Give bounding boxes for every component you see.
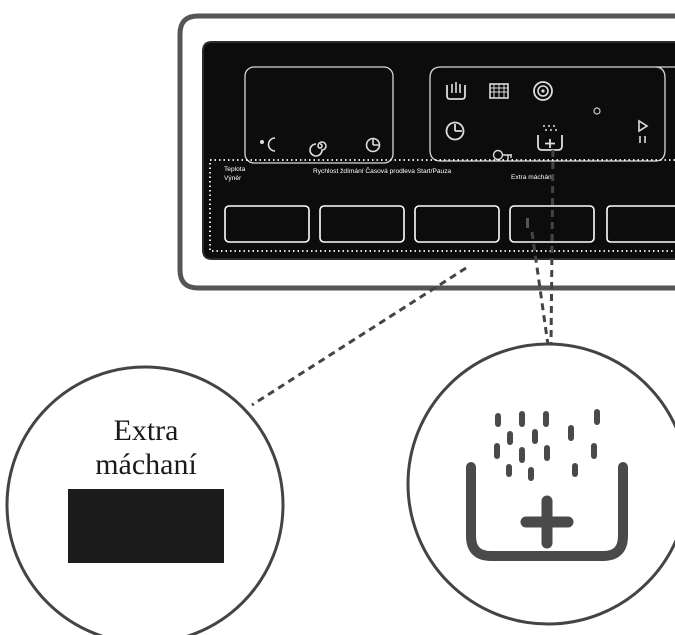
start-pause-button[interactable] <box>606 205 675 243</box>
extra-rinse-icon-small <box>537 125 563 151</box>
clock-icon <box>445 121 465 141</box>
indicator-dot-icon <box>593 107 601 115</box>
panel-buttons <box>224 205 675 243</box>
label-vyner: Výněr <box>224 175 242 182</box>
label-teplota: Teplota <box>224 166 246 173</box>
program-border <box>429 66 675 162</box>
panel-face <box>202 41 675 260</box>
teplota-vyner-button[interactable] <box>224 205 310 243</box>
display-border <box>244 66 394 164</box>
label-extra-rinse: Extra máchání <box>511 174 554 181</box>
temperature-icon <box>260 137 276 152</box>
selection-strip <box>209 159 675 252</box>
zoom-label-line1: Extra <box>114 414 179 447</box>
timer-icon <box>365 137 381 153</box>
display-window <box>244 66 394 164</box>
extra-rinse-icon <box>466 409 628 561</box>
callout-lines <box>251 149 555 407</box>
zoom-right-outline <box>406 342 675 626</box>
zoom-label-line2: máchaní <box>95 448 197 481</box>
delay-timer-button[interactable] <box>414 205 500 243</box>
pre-wash-icon <box>489 83 509 99</box>
program-window <box>429 66 675 162</box>
zoom-circle-left: Extra máchaní <box>5 365 285 635</box>
label-spin-delay-start: Rychlost ždímání Časová prodleva Start/P… <box>313 166 452 175</box>
start-pause-icon <box>638 119 649 143</box>
key-lock-icon <box>492 149 512 161</box>
control-panel-frame <box>177 13 675 291</box>
spiral-icon <box>309 141 327 157</box>
callout-line-left <box>251 266 467 407</box>
zoom-circle-right <box>406 342 675 626</box>
callout-line-right-b <box>549 149 555 346</box>
wash-tub-icon <box>446 82 466 100</box>
spin-speed-button[interactable] <box>319 205 405 243</box>
spin-spiral-icon <box>533 81 553 101</box>
zoom-extra-rinse-button <box>68 489 224 563</box>
extra-rinse-button-mark <box>526 218 529 228</box>
